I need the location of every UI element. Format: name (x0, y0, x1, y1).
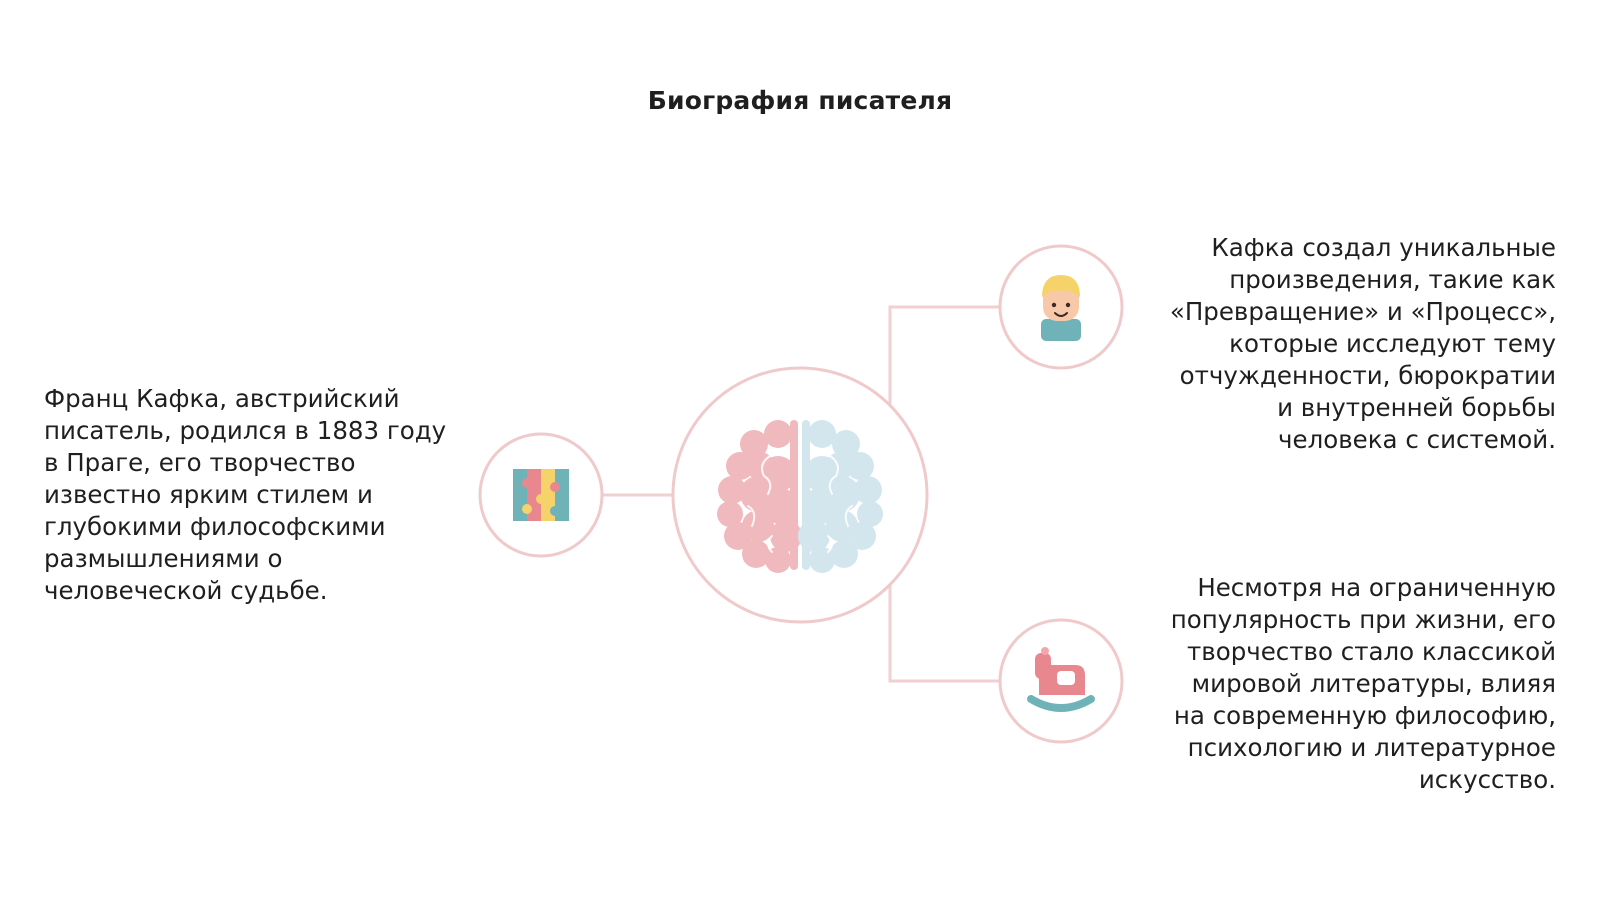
text-line: на современную философию, (1173, 701, 1556, 730)
child-face-icon (1041, 275, 1081, 341)
connector-top (888, 305, 1000, 405)
connectors (602, 305, 1000, 683)
text-line: психологию и литературное (1187, 733, 1556, 762)
text-line: в Праге, его творчество (44, 448, 356, 477)
text-line: мировой литературы, влияя (1191, 669, 1556, 698)
text-line: произведения, такие как (1229, 265, 1556, 294)
text-line: творчество стало классикой (1187, 637, 1556, 666)
brain-icon (717, 420, 883, 573)
text-line: Франц Кафка, австрийский (44, 384, 400, 413)
text-line: искусство. (1418, 765, 1556, 794)
right-top-text-block: Кафка создал уникальные произведения, так… (1136, 232, 1556, 456)
puzzle-icon (513, 469, 569, 521)
text-line: «Превращение» и «Процесс», (1169, 297, 1556, 326)
center-ring (671, 366, 929, 624)
text-line: Кафка создал уникальные (1211, 233, 1556, 262)
rocking-horse-icon (1027, 647, 1095, 712)
text-line: и внутренней борьбы (1277, 393, 1556, 422)
text-line: отчужденности, бюрократии (1179, 361, 1556, 390)
page-title: Биография писателя (647, 86, 953, 115)
text-line: размышлениями о (44, 544, 283, 573)
text-line: известно ярким стилем и (44, 480, 373, 509)
text-line: человеческой судьбе. (44, 576, 328, 605)
text-line: которые исследуют тему (1229, 329, 1556, 358)
text-line: писатель, родился в 1883 году (44, 416, 447, 445)
right-bottom-text-block: Несмотря на ограниченную популярность при… (1136, 572, 1556, 796)
text-line: человека с системой. (1278, 425, 1556, 454)
text-line: популярность при жизни, его (1170, 605, 1556, 634)
text-line: Несмотря на ограниченную (1197, 573, 1556, 602)
left-text-block: Франц Кафка, австрийский писатель, родилс… (44, 383, 464, 607)
text-line: глубокими философскими (44, 512, 386, 541)
connector-bottom (888, 585, 1000, 683)
